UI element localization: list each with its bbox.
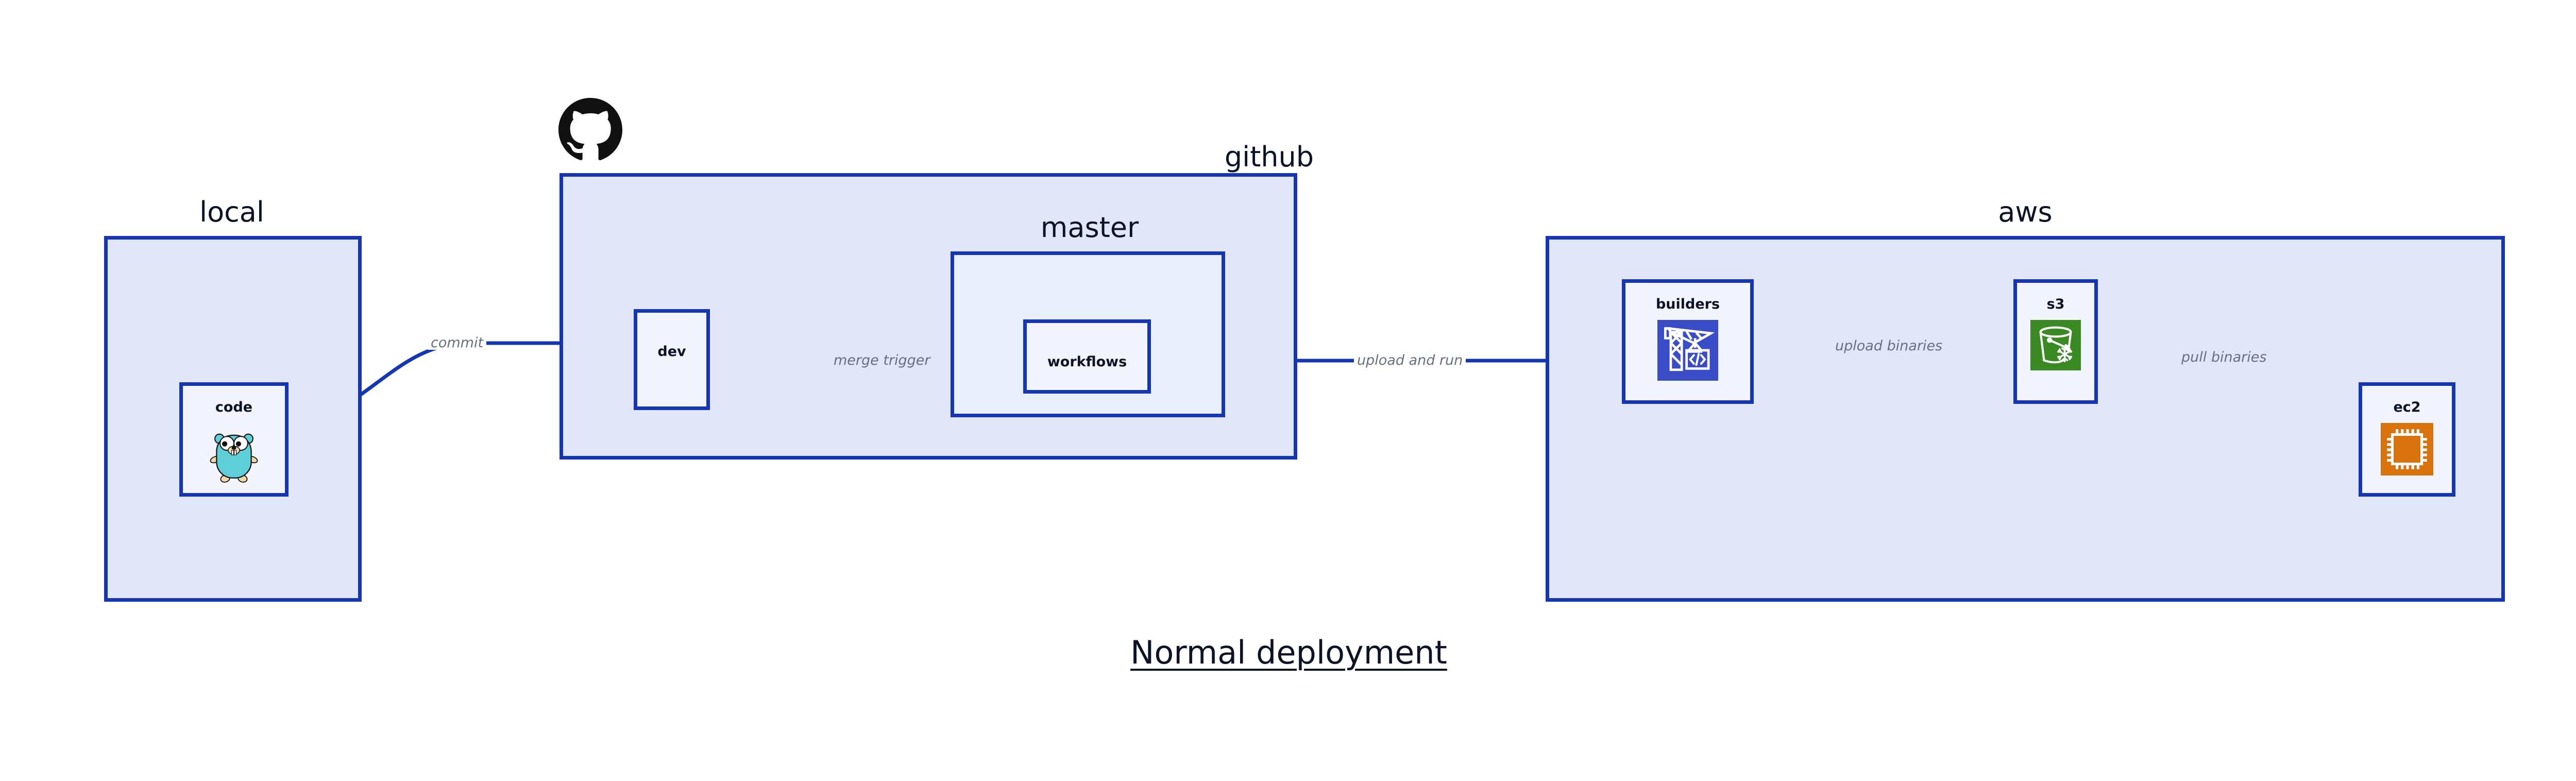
node-label-code: code: [215, 399, 253, 415]
diagram-title: Normal deployment: [1130, 634, 1447, 671]
node-workflows[interactable]: workflows: [1023, 319, 1151, 394]
github-octocat-icon: [558, 98, 622, 162]
group-label-local: local: [199, 196, 264, 228]
node-dev[interactable]: dev: [634, 309, 710, 410]
edge-label-commit: commit: [428, 336, 487, 350]
go-gopher-icon: [205, 426, 263, 484]
node-label-builders: builders: [1655, 296, 1720, 312]
aws-builders-crane-icon: [1657, 320, 1718, 381]
edge-label-pull-binaries: pull binaries: [2178, 350, 2270, 364]
edge-label-upload-and-run: upload and run: [1354, 353, 1466, 367]
node-ec2[interactable]: ec2: [2359, 382, 2455, 497]
node-s3[interactable]: s3: [2013, 279, 2098, 404]
aws-s3-bucket-icon: [2030, 320, 2081, 370]
node-label-dev: dev: [657, 344, 686, 360]
node-label-s3: s3: [2046, 296, 2065, 312]
node-label-ec2: ec2: [2393, 399, 2421, 415]
node-builders[interactable]: builders: [1622, 279, 1754, 404]
group-label-master: master: [1040, 211, 1139, 244]
aws-ec2-chip-icon: [2381, 423, 2433, 476]
group-label-aws: aws: [1998, 196, 2053, 228]
edge-label-upload-binaries: upload binaries: [1832, 339, 1946, 353]
node-label-workflows: workflows: [1047, 354, 1127, 370]
edge-label-merge-trigger: merge trigger: [831, 353, 934, 367]
node-code[interactable]: code: [179, 382, 289, 497]
group-label-github: github: [1224, 141, 1314, 173]
